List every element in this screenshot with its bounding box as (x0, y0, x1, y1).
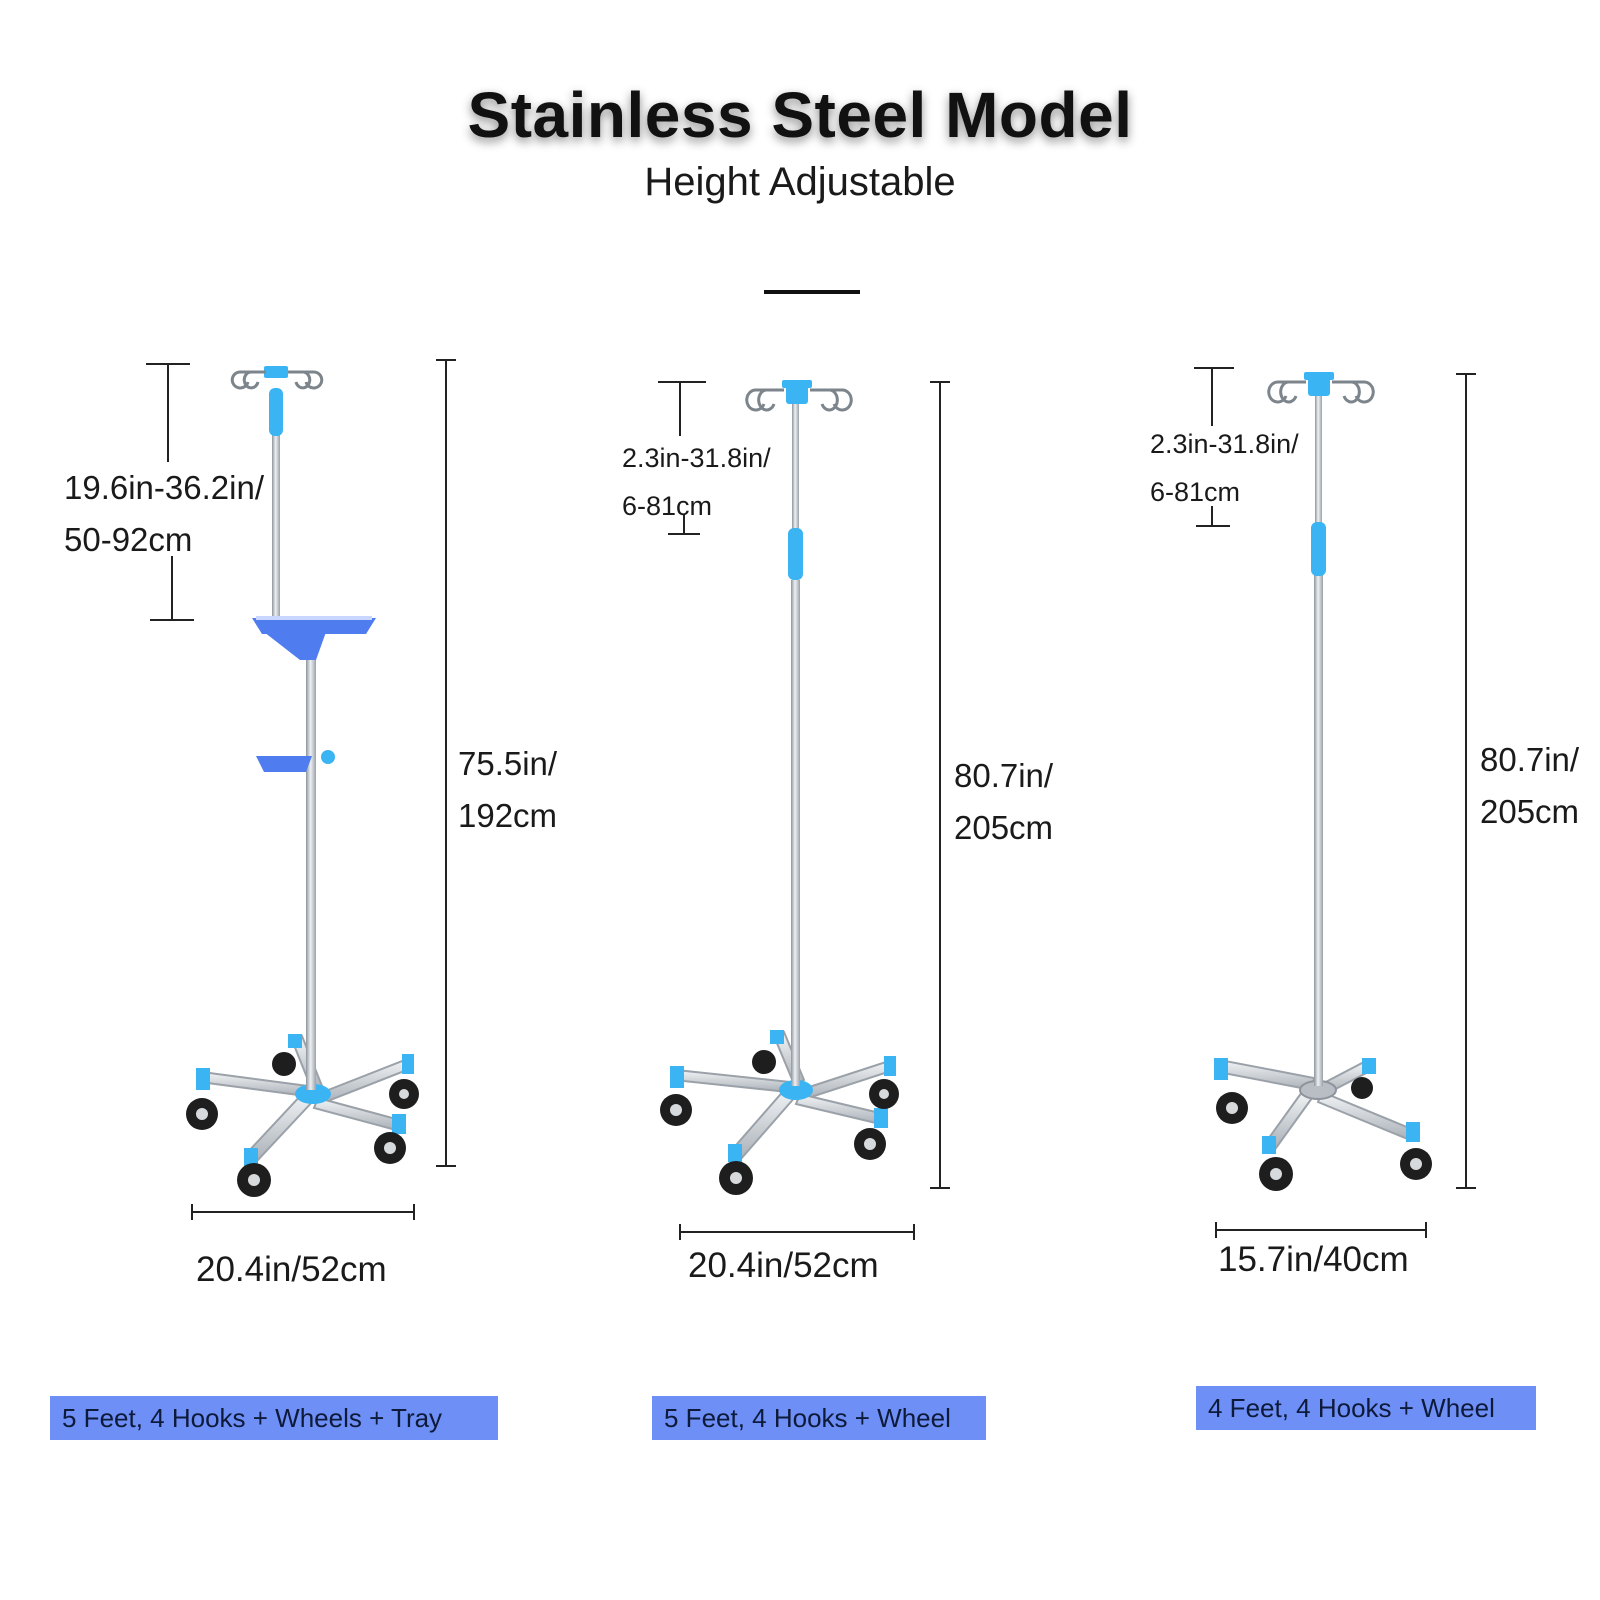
stand-1-hooks (230, 370, 324, 390)
page-subtitle: Height Adjustable (644, 160, 956, 204)
stand-3-option-tag: 4 Feet, 4 Hooks + Wheel (1196, 1386, 1536, 1430)
stand-1 (146, 359, 456, 1220)
stand-3-lower-pole (1314, 574, 1323, 1086)
stand-1-height-label: 75.5in/ 192cm (458, 745, 558, 834)
stand-2 (658, 380, 950, 1240)
stand-1-hub (295, 1084, 331, 1104)
stand-2-wheels (660, 1050, 899, 1195)
stand-1-upper-pole (272, 432, 280, 632)
stand-3 (1194, 367, 1476, 1238)
stand-2-option-tag: 5 Feet, 4 Hooks + Wheel (652, 1396, 986, 1440)
title-divider (764, 290, 860, 294)
stand-3-upper-pole (1315, 394, 1322, 526)
stand-3-wheels (1216, 1077, 1432, 1191)
stand-2-adjust-range-label: 2.3in-31.8in/ 6-81cm (622, 443, 771, 521)
stand-1-hook-head (264, 366, 288, 378)
stand-2-hooks (745, 388, 853, 412)
stand-2-hub (779, 1080, 813, 1100)
stand-1-dimension-lines (146, 359, 456, 1220)
stand-1-bottle-holder (256, 750, 335, 772)
stand-1-lower-pole (306, 640, 316, 1090)
stand-2-base (672, 1030, 896, 1162)
stand-3-adjust-range-label: 2.3in-31.8in/ 6-81cm (1150, 429, 1299, 507)
stand-2-lower-pole (791, 580, 800, 1086)
stand-2-dimension-lines (658, 381, 950, 1240)
stand-1-tray (252, 616, 376, 660)
stand-1-option-tag: 5 Feet, 4 Hooks + Wheels + Tray (50, 1396, 498, 1440)
page-title: Stainless Steel Model (467, 79, 1133, 151)
stand-3-dimension-lines (1194, 367, 1476, 1238)
stand-3-clamp (1311, 522, 1326, 576)
stand-2-upper-pole (792, 404, 799, 534)
stand-1-adjust-range-label: 19.6in-36.2in/ 50-92cm (64, 469, 264, 558)
stand-2-width-label: 20.4in/52cm (688, 1246, 879, 1285)
stand-3-hooks (1267, 380, 1375, 404)
stand-3-foot-caps (1214, 1058, 1420, 1154)
stand-1-width-label: 20.4in/52cm (196, 1250, 387, 1289)
stand-2-foot-caps (670, 1030, 896, 1162)
stand-3-height-label: 80.7in/ 205cm (1480, 741, 1580, 830)
stand-1-clamp (269, 388, 283, 436)
stand-1-foot-caps (196, 1034, 414, 1166)
stand-2-clamp (788, 528, 803, 580)
stand-3-width-label: 15.7in/40cm (1218, 1240, 1409, 1279)
stand-2-height-label: 80.7in/ 205cm (954, 757, 1054, 846)
stand-1-wheels (186, 1052, 419, 1197)
